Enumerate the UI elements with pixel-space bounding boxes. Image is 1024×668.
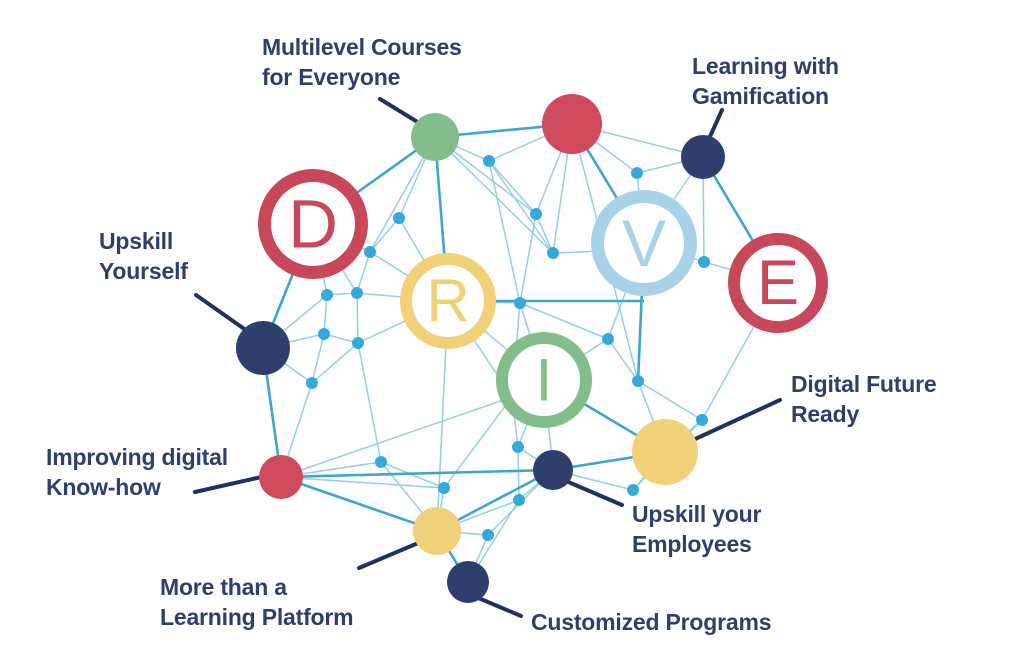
network-edge: [323, 294, 328, 335]
drive-letter-r[interactable]: R: [400, 253, 496, 349]
drive-letter-i[interactable]: I: [496, 332, 592, 428]
network-edge: [488, 160, 554, 254]
network-hub-node-hub-green-top[interactable]: [411, 113, 459, 161]
network-small-node: [482, 529, 494, 541]
callout-label-upskill-yourself: Upskill Yourself: [99, 228, 188, 284]
callout-label-improving-digital-know-how: Improving digital Know-how: [46, 444, 228, 500]
network-small-node: [514, 297, 526, 309]
network-small-node: [513, 494, 525, 506]
letter-disc-fill: [597, 196, 691, 290]
network-edge: [488, 160, 537, 215]
network-small-node: [318, 328, 330, 340]
network-hub-node-hub-red-top[interactable]: [542, 94, 602, 154]
network-small-node: [530, 208, 542, 220]
network-small-node: [631, 167, 643, 179]
network-hub-nodes: [236, 94, 725, 603]
network-hub-node-hub-yellow-right[interactable]: [632, 419, 698, 485]
network-edge: [443, 396, 513, 489]
network-edge: [519, 213, 537, 304]
network-edge: [637, 380, 703, 421]
network-small-node: [547, 247, 559, 259]
network-edge-strong: [280, 468, 554, 479]
letter-glyph: R: [426, 268, 469, 335]
network-hub-node-hub-navy-left[interactable]: [236, 321, 290, 375]
network-small-node: [438, 482, 450, 494]
network-small-node: [364, 246, 376, 258]
callout-leader-line: [474, 595, 523, 618]
network-edge-strong: [280, 475, 438, 533]
network-small-node: [698, 256, 710, 268]
drive-letter-v[interactable]: V: [591, 190, 697, 296]
network-small-node: [483, 155, 495, 167]
drive-letter-d[interactable]: D: [258, 169, 368, 279]
letter-glyph: D: [288, 186, 338, 263]
letter-ring: [496, 332, 592, 428]
letter-ring: [400, 253, 496, 349]
network-edge: [369, 217, 400, 253]
network-small-node: [627, 484, 639, 496]
network-edge: [607, 338, 639, 382]
network-small-node: [696, 414, 708, 426]
network-edge: [488, 160, 521, 304]
drive-letter-e[interactable]: E: [728, 233, 828, 333]
network-small-node: [351, 287, 363, 299]
network-edge: [519, 302, 609, 340]
callout-leader-line: [378, 97, 426, 128]
network-hub-node-hub-navy-mid[interactable]: [533, 450, 573, 490]
letter-disc-fill: [406, 259, 490, 343]
network-small-node: [352, 337, 364, 349]
network-hub-node-hub-yellow-bottom[interactable]: [413, 507, 461, 555]
network-edge: [357, 342, 382, 463]
letter-glyph: E: [757, 248, 799, 318]
callout-leader-line: [194, 293, 252, 335]
callout-leader-line: [706, 108, 724, 143]
network-small-node: [306, 377, 318, 389]
letter-glyph: V: [622, 206, 666, 280]
letter-glyph: I: [536, 347, 553, 414]
network-hub-node-hub-red-left[interactable]: [259, 455, 303, 499]
network-edge: [280, 476, 445, 489]
network-small-node: [393, 212, 405, 224]
callout-label-upskill-your-employees: Upskill your Employees: [632, 501, 762, 557]
network-small-node: [512, 441, 524, 453]
drive-letter-nodes: D RI V E: [258, 169, 828, 428]
network-edge: [311, 342, 359, 384]
callout-label-more-than-learning-platform: More than a Learning Platform: [160, 574, 354, 630]
network-hub-node-hub-navy-bottom[interactable]: [447, 561, 489, 603]
letter-disc-fill: [734, 239, 822, 327]
callout-label-digital-future-ready: Digital Future Ready: [791, 371, 937, 427]
network-hub-node-hub-navy-topright[interactable]: [681, 135, 725, 179]
letter-disc-fill: [264, 175, 362, 273]
network-edge: [434, 136, 554, 254]
callout-leader-line: [564, 479, 624, 507]
network-edge: [380, 461, 445, 489]
network-edge: [535, 213, 554, 254]
network-small-node: [632, 375, 644, 387]
network-edge: [356, 251, 371, 294]
callout-leader-line: [691, 398, 782, 442]
network-small-node: [602, 333, 614, 345]
network-small-node: [375, 456, 387, 468]
callout-leader-line: [193, 474, 268, 494]
callout-label-learning-gamification: Learning with Gamification: [692, 53, 839, 109]
callout-label-multilevel-courses: Multilevel Courses for Everyone: [262, 34, 462, 90]
callout-leader-line: [357, 539, 425, 570]
callout-label-customized-programs: Customized Programs: [531, 609, 772, 635]
letter-ring: [258, 169, 368, 279]
letter-ring: [591, 190, 697, 296]
network-edge: [280, 396, 513, 478]
letter-disc-fill: [502, 338, 586, 422]
network-small-node: [321, 289, 333, 301]
network-edge: [517, 446, 520, 501]
callout-leader-lines: [193, 97, 782, 618]
network-edge: [311, 333, 325, 384]
letter-ring: [728, 233, 828, 333]
network-edge: [356, 292, 359, 344]
